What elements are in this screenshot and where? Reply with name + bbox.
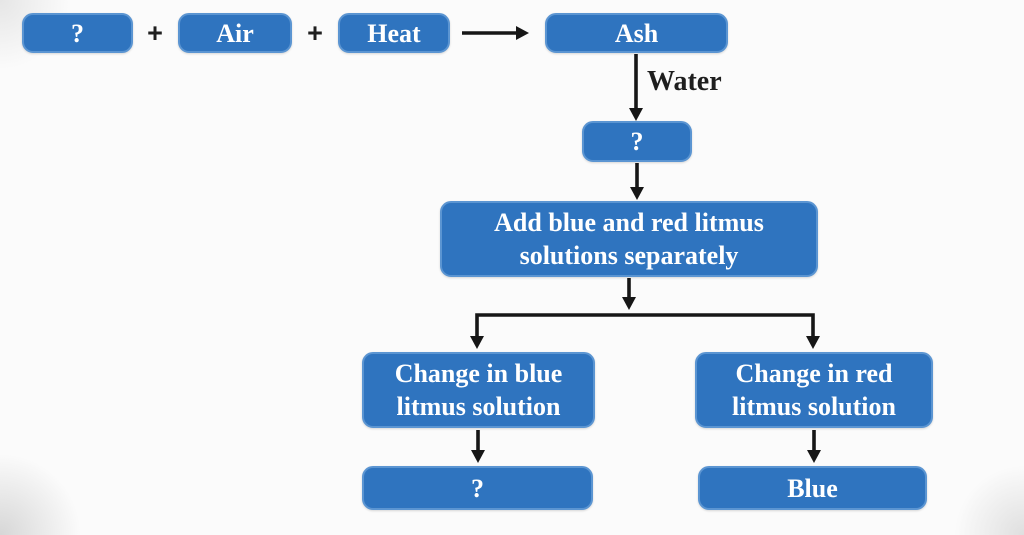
arrowhead-addlitmus-to-split bbox=[622, 297, 636, 310]
node-air-label: Air bbox=[216, 18, 254, 48]
node-change-red-line2: litmus solution bbox=[732, 392, 896, 421]
node-change-blue-line2: litmus solution bbox=[396, 392, 561, 421]
node-change-red-line1: Change in red bbox=[735, 359, 893, 388]
arrowhead-ash-to-unknown bbox=[629, 108, 643, 121]
arrowhead-split-right bbox=[806, 336, 820, 349]
node-unknown-reactant: ? bbox=[22, 13, 133, 53]
plus-operator-1: + bbox=[147, 18, 163, 48]
node-ash: Ash bbox=[545, 13, 728, 53]
node-add-litmus: Add blue and red litmus solutions separa… bbox=[440, 201, 818, 277]
arrowhead-split-left bbox=[470, 336, 484, 349]
node-unknown-product: ? bbox=[582, 121, 692, 162]
node-change-red-litmus: Change in red litmus solution bbox=[695, 352, 933, 428]
node-unknown-reactant-label: ? bbox=[71, 18, 84, 48]
node-heat: Heat bbox=[338, 13, 450, 53]
split-connector bbox=[475, 313, 815, 339]
arrowhead-heat-to-ash bbox=[516, 26, 529, 40]
node-unknown-result-label: ? bbox=[471, 473, 484, 503]
node-blue-result-label: Blue bbox=[787, 473, 838, 503]
node-blue-result: Blue bbox=[698, 466, 927, 510]
node-ash-label: Ash bbox=[614, 18, 659, 48]
node-change-blue-line1: Change in blue bbox=[394, 359, 563, 388]
node-add-litmus-line2: solutions separately bbox=[519, 241, 739, 270]
arrowhead-changeblue-to-result bbox=[471, 450, 485, 463]
edge-label-water: Water bbox=[647, 66, 722, 97]
arrowhead-unknown-to-addlitmus bbox=[630, 187, 644, 200]
plus-operator-2: + bbox=[307, 18, 323, 48]
node-change-blue-litmus: Change in blue litmus solution bbox=[362, 352, 595, 428]
node-add-litmus-line1: Add blue and red litmus bbox=[494, 208, 764, 237]
arrowhead-changered-to-result bbox=[807, 450, 821, 463]
node-unknown-product-label: ? bbox=[630, 127, 644, 156]
node-heat-label: Heat bbox=[367, 18, 421, 48]
node-unknown-result: ? bbox=[362, 466, 593, 510]
node-air: Air bbox=[178, 13, 292, 53]
